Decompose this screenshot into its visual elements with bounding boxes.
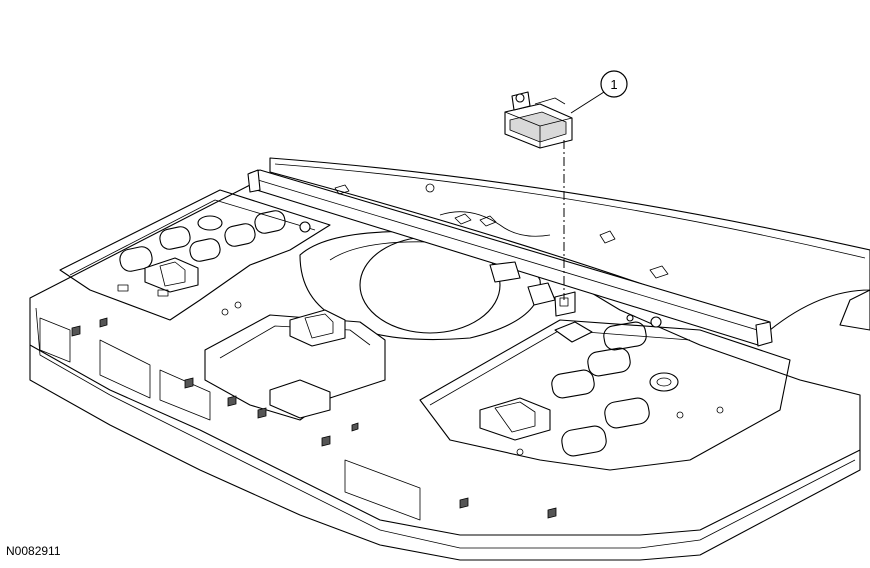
callout-leader: [570, 91, 605, 114]
callout-circle: [600, 70, 628, 98]
figure-id: N0082911: [6, 544, 61, 558]
module-component: [504, 91, 573, 149]
rear-ledge: [269, 157, 870, 331]
center-tray: [204, 301, 386, 421]
right-panel: [419, 319, 791, 471]
cross-rail: [247, 169, 773, 347]
left-panel: [59, 189, 331, 321]
fastener-clips: [71, 317, 557, 519]
floor-panel: [29, 184, 861, 561]
callout-number: 1: [610, 77, 617, 92]
callout-1: 1: [570, 70, 628, 114]
